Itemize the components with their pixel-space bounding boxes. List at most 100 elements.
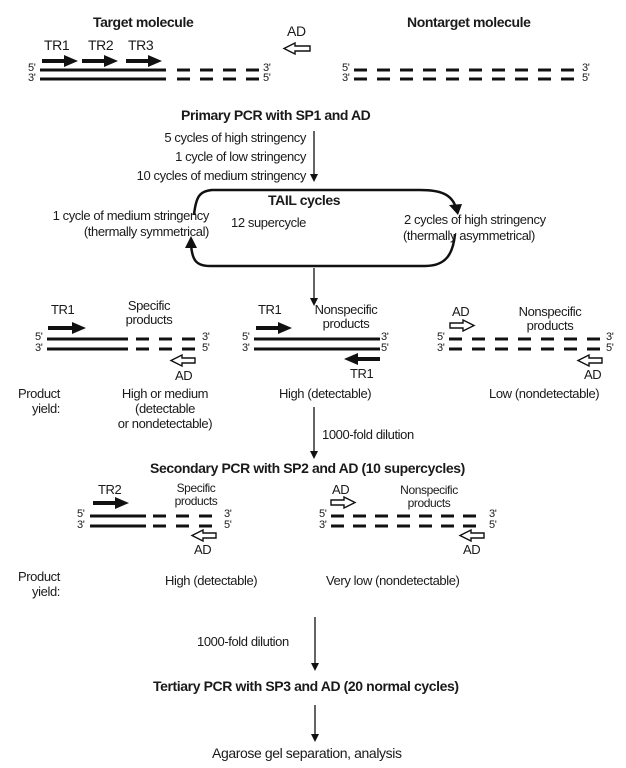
- sn-5prime-right: 5': [489, 519, 497, 531]
- secondary-specific-ad-arrow-icon: [190, 528, 217, 543]
- secondary-nonspecific-ad-reverse-arrow-icon: [458, 528, 485, 543]
- pn2-3prime-left: 3': [437, 342, 445, 354]
- primary-nonspecific-tr1-label: TR1: [258, 302, 282, 317]
- secondary-nonspecific-label-1: Nonspecific: [400, 483, 458, 497]
- final-analysis-step: Agarose gel separation, analysis: [212, 745, 402, 761]
- secondary-specific-label-1: Specific: [176, 481, 216, 495]
- tail-left-line-1: 1 cycle of medium stringency: [52, 208, 210, 223]
- tr1-label: TR1: [44, 37, 70, 53]
- secondary-nonspecific-ad-forward-arrow-icon: [330, 495, 357, 510]
- primary-nonspecific-tr1-duplex: [254, 337, 380, 351]
- second-dilution-label: 1000-fold dilution: [197, 634, 289, 649]
- tr2-primer-arrow-icon: [82, 55, 118, 67]
- tertiary-pcr-title: Tertiary PCR with SP3 and AD (20 normal …: [153, 678, 459, 694]
- primary-nonspecific-ad-label-1: Nonspecific: [518, 304, 582, 319]
- secondary-nonspecific-label-2: products: [407, 496, 451, 510]
- sn-3prime-left: 3': [319, 519, 327, 531]
- primary-yield-specific-2: (detectable: [135, 401, 195, 416]
- nontarget-molecule-duplex: [354, 68, 581, 81]
- secondary-nonspecific-ad-label: AD: [332, 482, 350, 497]
- ad-label-top: AD: [287, 23, 306, 39]
- primary-nonspecific-tr1-reverse-label: TR1: [350, 366, 374, 381]
- nontarget-5prime-left: 5': [342, 62, 350, 74]
- tr1-primer-arrow-icon: [42, 55, 78, 67]
- target-3prime-right: 3': [263, 62, 271, 74]
- tail-left-line-2: (thermally symmetrical): [83, 224, 210, 239]
- primary-nonspecific-ad-reverse-arrow-icon: [576, 353, 603, 368]
- primary-pcr-title: Primary PCR with SP1 and AD: [181, 107, 371, 123]
- ss-3prime-right: 3': [224, 508, 232, 520]
- nontarget-3prime-left: 3': [342, 72, 350, 84]
- primary-nonspecific-ad-label-2: products: [526, 318, 574, 333]
- primary-yield-ad: Low (nondetectable): [489, 386, 600, 401]
- primary-step-2: 1 cycle of low stringency: [175, 149, 306, 164]
- nontarget-3prime-right: 3': [582, 62, 590, 74]
- primary-yield-specific-3: or nondetectable): [117, 416, 213, 431]
- secondary-yield-specific: High (detectable): [165, 573, 258, 588]
- primary-nonspecific-ad-label: AD: [452, 304, 470, 319]
- first-dilution-label: 1000-fold dilution: [322, 427, 414, 442]
- secondary-specific-label-2: products: [174, 494, 218, 508]
- tail-right-line-1: 2 cycles of high stringency: [404, 212, 546, 227]
- sn-3prime-right: 3': [489, 508, 497, 520]
- tail-loop-arrowhead-left-icon: [185, 236, 197, 248]
- ps-5prime-left: 5': [35, 331, 43, 343]
- ps-3prime-right: 3': [202, 331, 210, 343]
- primary-yield-tr1: High (detectable): [279, 386, 372, 401]
- primary-nonspecific-tr1-reverse-arrow-icon: [344, 353, 380, 365]
- ps-5prime-right: 5': [202, 342, 210, 354]
- sn-5prime-left: 5': [319, 508, 327, 520]
- ss-5prime-right: 5': [224, 519, 232, 531]
- pn1-3prime-left: 3': [242, 342, 250, 354]
- target-5prime-right: 5': [263, 72, 271, 84]
- primary-specific-ad-label: AD: [175, 368, 193, 383]
- tail-loop-arrowhead-right-icon: [449, 204, 462, 215]
- primary-specific-label-1: Specific: [127, 298, 171, 313]
- primary-nonspecific-tr1-forward-arrow-icon: [256, 322, 292, 334]
- ad-primer-arrow-icon: [282, 41, 311, 56]
- primary-nonspecific-ad-forward-arrow-icon: [449, 318, 476, 333]
- nontarget-5prime-right: 5': [582, 72, 590, 84]
- secondary-yield-label-1: Product: [17, 569, 60, 584]
- pn2-3prime-right: 3': [606, 331, 614, 343]
- primary-step-3: 10 cycles of medium stringency: [136, 168, 307, 183]
- primary-nonspecific-ad-duplex: [449, 337, 603, 351]
- nontarget-molecule-title: Nontarget molecule: [407, 14, 531, 30]
- primary-nonspecific-tr1-label-1: Nonspecific: [314, 302, 378, 317]
- tr3-primer-arrow-icon: [126, 55, 162, 67]
- secondary-specific-duplex: [90, 514, 218, 528]
- ss-5prime-left: 5': [77, 508, 85, 520]
- secondary-yield-nonspecific: Very low (nondetectable): [326, 573, 460, 588]
- ps-3prime-left: 3': [35, 342, 43, 354]
- pn1-5prime-left: 5': [242, 331, 250, 343]
- tr3-label: TR3: [128, 37, 154, 53]
- secondary-tr2-label: TR2: [98, 482, 122, 497]
- target-5prime-left: 5': [28, 62, 36, 74]
- primary-specific-label-2: products: [125, 312, 173, 327]
- target-molecule-title: Target molecule: [93, 14, 194, 30]
- secondary-nonspecific-ad-reverse-label: AD: [463, 542, 481, 557]
- secondary-yield-label-2: yield:: [32, 584, 60, 599]
- primary-specific-tr1-arrow-icon: [48, 322, 86, 334]
- pn1-3prime-right: 3': [381, 331, 389, 343]
- secondary-nonspecific-duplex: [331, 514, 485, 528]
- primary-yield-specific-1: High or medium: [121, 386, 209, 401]
- primary-yield-label-2: yield:: [32, 401, 60, 416]
- secondary-specific-ad-label: AD: [194, 542, 212, 557]
- tail-cycle-loop: [189, 188, 458, 268]
- secondary-pcr-title: Secondary PCR with SP2 and AD (10 superc…: [150, 460, 465, 476]
- ss-3prime-left: 3': [77, 519, 85, 531]
- tr2-label: TR2: [88, 37, 114, 53]
- primary-nonspecific-tr1-label-2: products: [322, 316, 370, 331]
- primary-step-1: 5 cycles of high stringency: [164, 130, 306, 145]
- secondary-tr2-arrow-icon: [93, 497, 129, 509]
- pn1-5prime-right: 5': [381, 342, 389, 354]
- tail-cycles-title: TAIL cycles: [268, 192, 341, 208]
- primary-specific-ad-arrow-icon: [169, 353, 196, 368]
- pn2-5prime-left: 5': [437, 331, 445, 343]
- pn2-5prime-right: 5': [606, 342, 614, 354]
- primary-nonspecific-ad-reverse-label: AD: [584, 367, 602, 382]
- primary-specific-tr1-label: TR1: [51, 302, 75, 317]
- primary-specific-duplex: [47, 337, 196, 351]
